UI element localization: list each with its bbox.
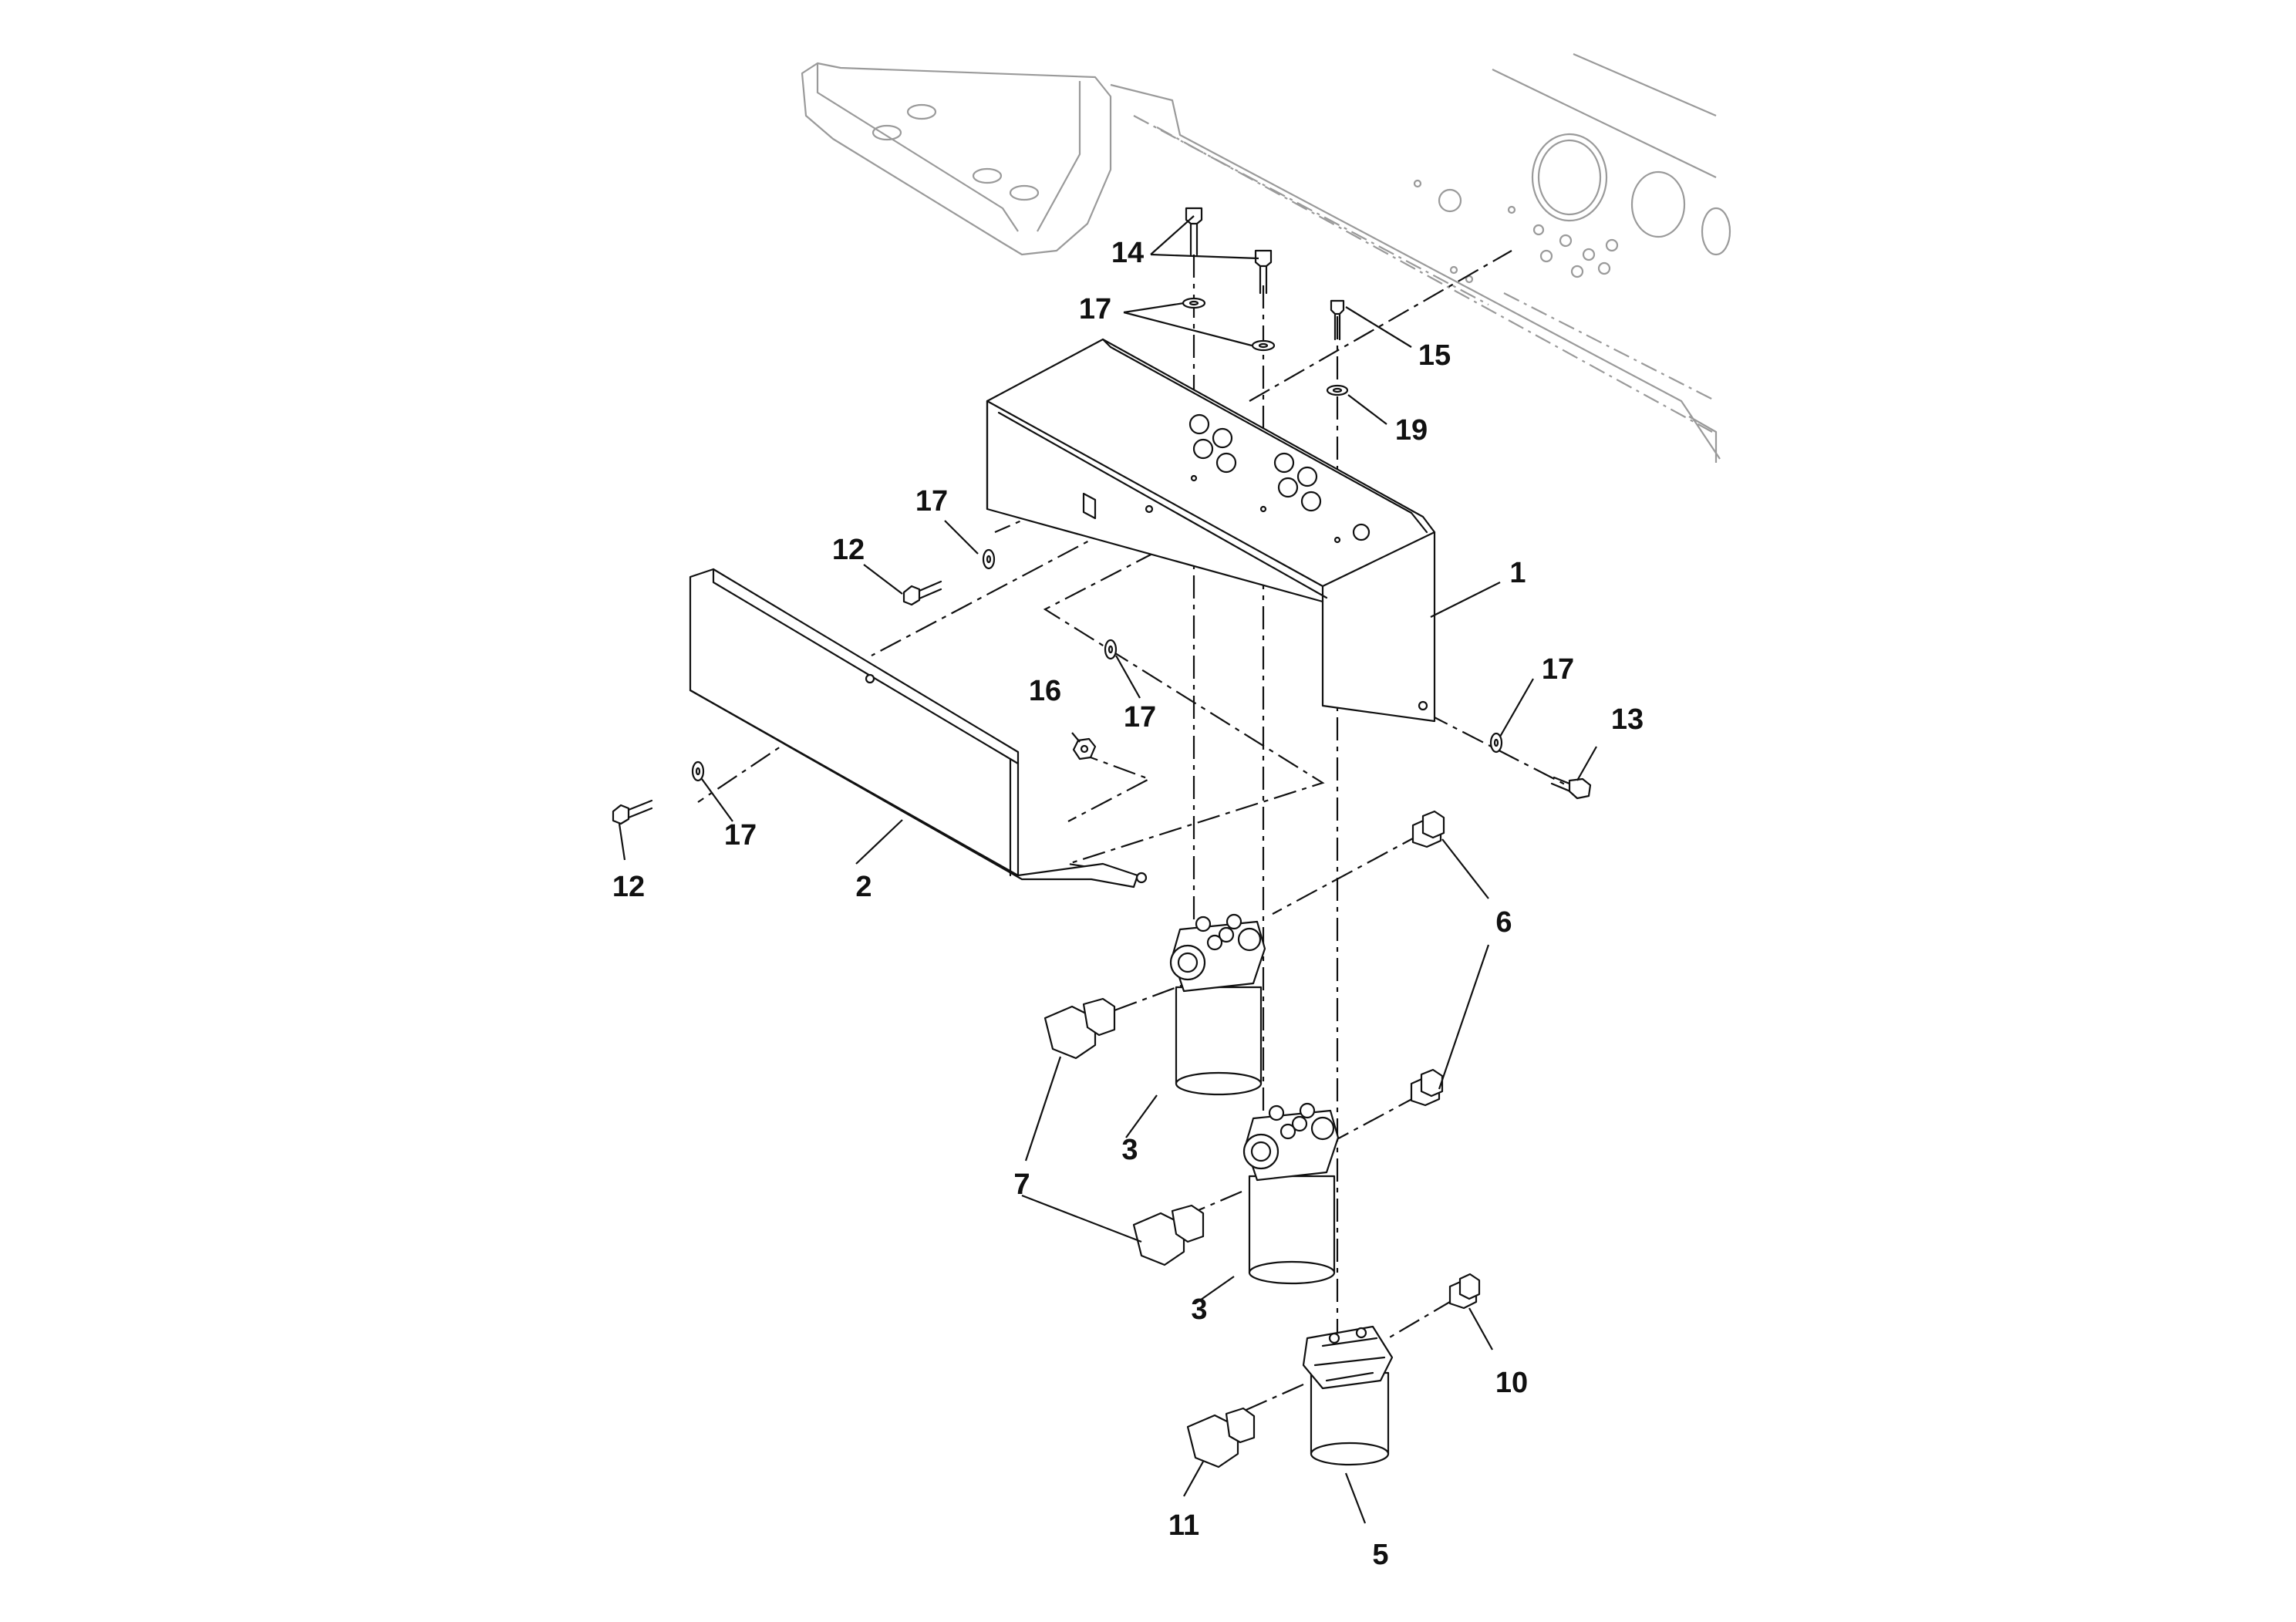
callout-17-lower-left: 17: [724, 819, 757, 851]
callout-3-upper: 3: [1121, 1134, 1138, 1166]
fittings: [1043, 810, 1481, 1469]
callout-2: 2: [855, 871, 872, 903]
callout-11: 11: [1168, 1509, 1199, 1542]
machine-frame: [801, 52, 1731, 463]
callout-5: 5: [1372, 1539, 1388, 1571]
callout-19: 19: [1395, 414, 1428, 447]
callout-6: 6: [1495, 906, 1512, 939]
guard: [689, 568, 1148, 889]
callout-7-upper: 7: [1013, 1168, 1030, 1201]
filters: [1169, 913, 1394, 1466]
callout-3-lower: 3: [1191, 1293, 1207, 1326]
callout-17-middle: 17: [1124, 701, 1156, 733]
callout-12-lower: 12: [612, 871, 645, 903]
callout-17-top: 17: [1079, 293, 1111, 325]
callout-7-lower: 7: [1013, 1168, 1030, 1201]
callout-13: 13: [1611, 703, 1644, 736]
cover: [986, 338, 1436, 723]
callout-17-upper-left: 17: [915, 485, 948, 518]
callout-1: 1: [1509, 557, 1526, 589]
callout-14: 14: [1111, 237, 1144, 269]
callout-15: 15: [1418, 339, 1451, 372]
callout-12-upper: 12: [832, 534, 865, 566]
callout-16: 16: [1029, 675, 1061, 707]
callout-10: 10: [1495, 1367, 1528, 1399]
leader-lines: [618, 215, 1597, 1524]
callout-labels: 14 17 15 19 17 12 1 16 17 17 13 17 12 2 …: [612, 237, 1644, 1571]
callout-17-right: 17: [1542, 653, 1574, 686]
